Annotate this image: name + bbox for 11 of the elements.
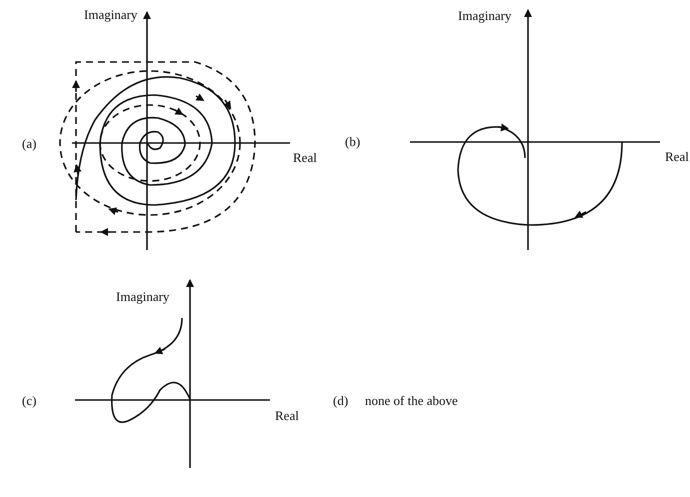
panel-label: (a): [22, 137, 36, 151]
panel-label: (d): [333, 394, 348, 408]
panel-label: (b): [345, 135, 360, 149]
panel-label: (c): [22, 394, 36, 408]
answer-text: none of the above: [365, 394, 458, 408]
axis-label: Imaginary: [84, 8, 138, 22]
axis-label: Imaginary: [116, 290, 170, 304]
axis-label: Real: [275, 409, 299, 423]
axis-label: Real: [293, 151, 317, 165]
axis-label: Imaginary: [458, 9, 512, 23]
axis-label: Real: [665, 150, 689, 164]
